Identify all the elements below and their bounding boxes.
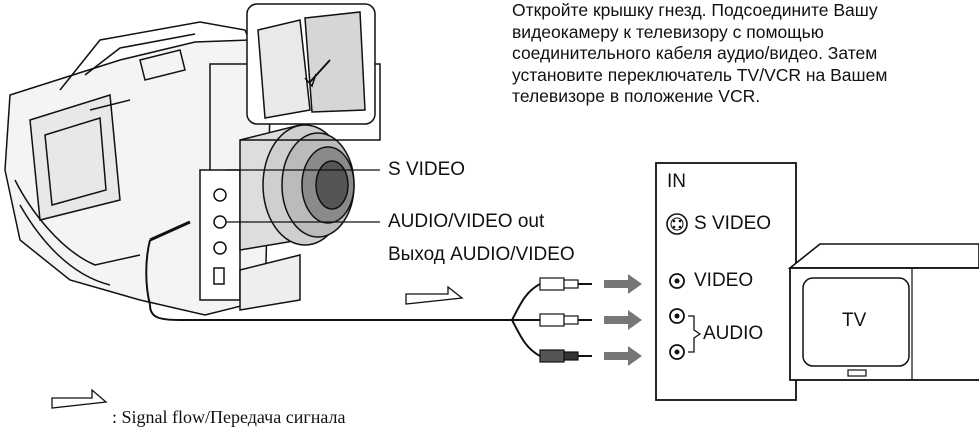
instruction-line: телевизоре в положение VCR. bbox=[512, 86, 761, 106]
signal-arrows bbox=[604, 274, 642, 366]
panel-s-video-label: S VIDEO bbox=[694, 213, 772, 234]
legend-signal-flow-icon bbox=[51, 388, 108, 409]
panel-video-label: VIDEO bbox=[694, 270, 754, 291]
instruction-line: соединительного кабеля аудио/видео. Зате… bbox=[512, 43, 878, 63]
arrow-video-icon bbox=[604, 274, 642, 294]
audio-jack-l-icon bbox=[669, 308, 685, 324]
lid-inset bbox=[209, 3, 381, 170]
tv-label: TV bbox=[842, 310, 867, 331]
audio-bracket bbox=[688, 315, 702, 353]
instruction-line: установите переключатель TV/VCR на Вашем bbox=[512, 64, 888, 85]
panel-in-label: IN bbox=[667, 171, 686, 192]
rca-plug-audio-white bbox=[539, 313, 592, 327]
instruction-text: Откройте крышку гнезд. Подсоедините Вашу… bbox=[512, 0, 979, 108]
s-video-jack-icon bbox=[666, 213, 688, 235]
av-cable bbox=[149, 283, 541, 357]
rca-plug-audio-red bbox=[539, 349, 592, 363]
legend-text: : Signal flow/Передача сигнала bbox=[112, 407, 346, 427]
s-video-label: S VIDEO bbox=[388, 159, 466, 180]
instruction-line: Откройте крышку гнезд. Подсоедините Вашу bbox=[512, 0, 878, 20]
arrow-audio-r-icon bbox=[604, 346, 642, 366]
camcorder-illustration bbox=[4, 21, 355, 316]
rca-plug-video bbox=[539, 277, 592, 291]
audio-jack-r-icon bbox=[669, 344, 685, 360]
tv-set bbox=[787, 243, 979, 381]
av-out-label-en: AUDIO/VIDEO out bbox=[388, 211, 545, 232]
signal-flow-arrow-icon bbox=[405, 285, 464, 305]
av-out-label-ru: Выход AUDIO/VIDEO bbox=[388, 244, 575, 265]
arrow-audio-l-icon bbox=[604, 310, 642, 330]
video-jack-icon bbox=[669, 273, 685, 289]
panel-audio-label: AUDIO bbox=[703, 323, 764, 344]
label-pointers bbox=[226, 169, 380, 223]
instruction-line: видеокамеру к телевизору с помощью bbox=[512, 21, 824, 42]
